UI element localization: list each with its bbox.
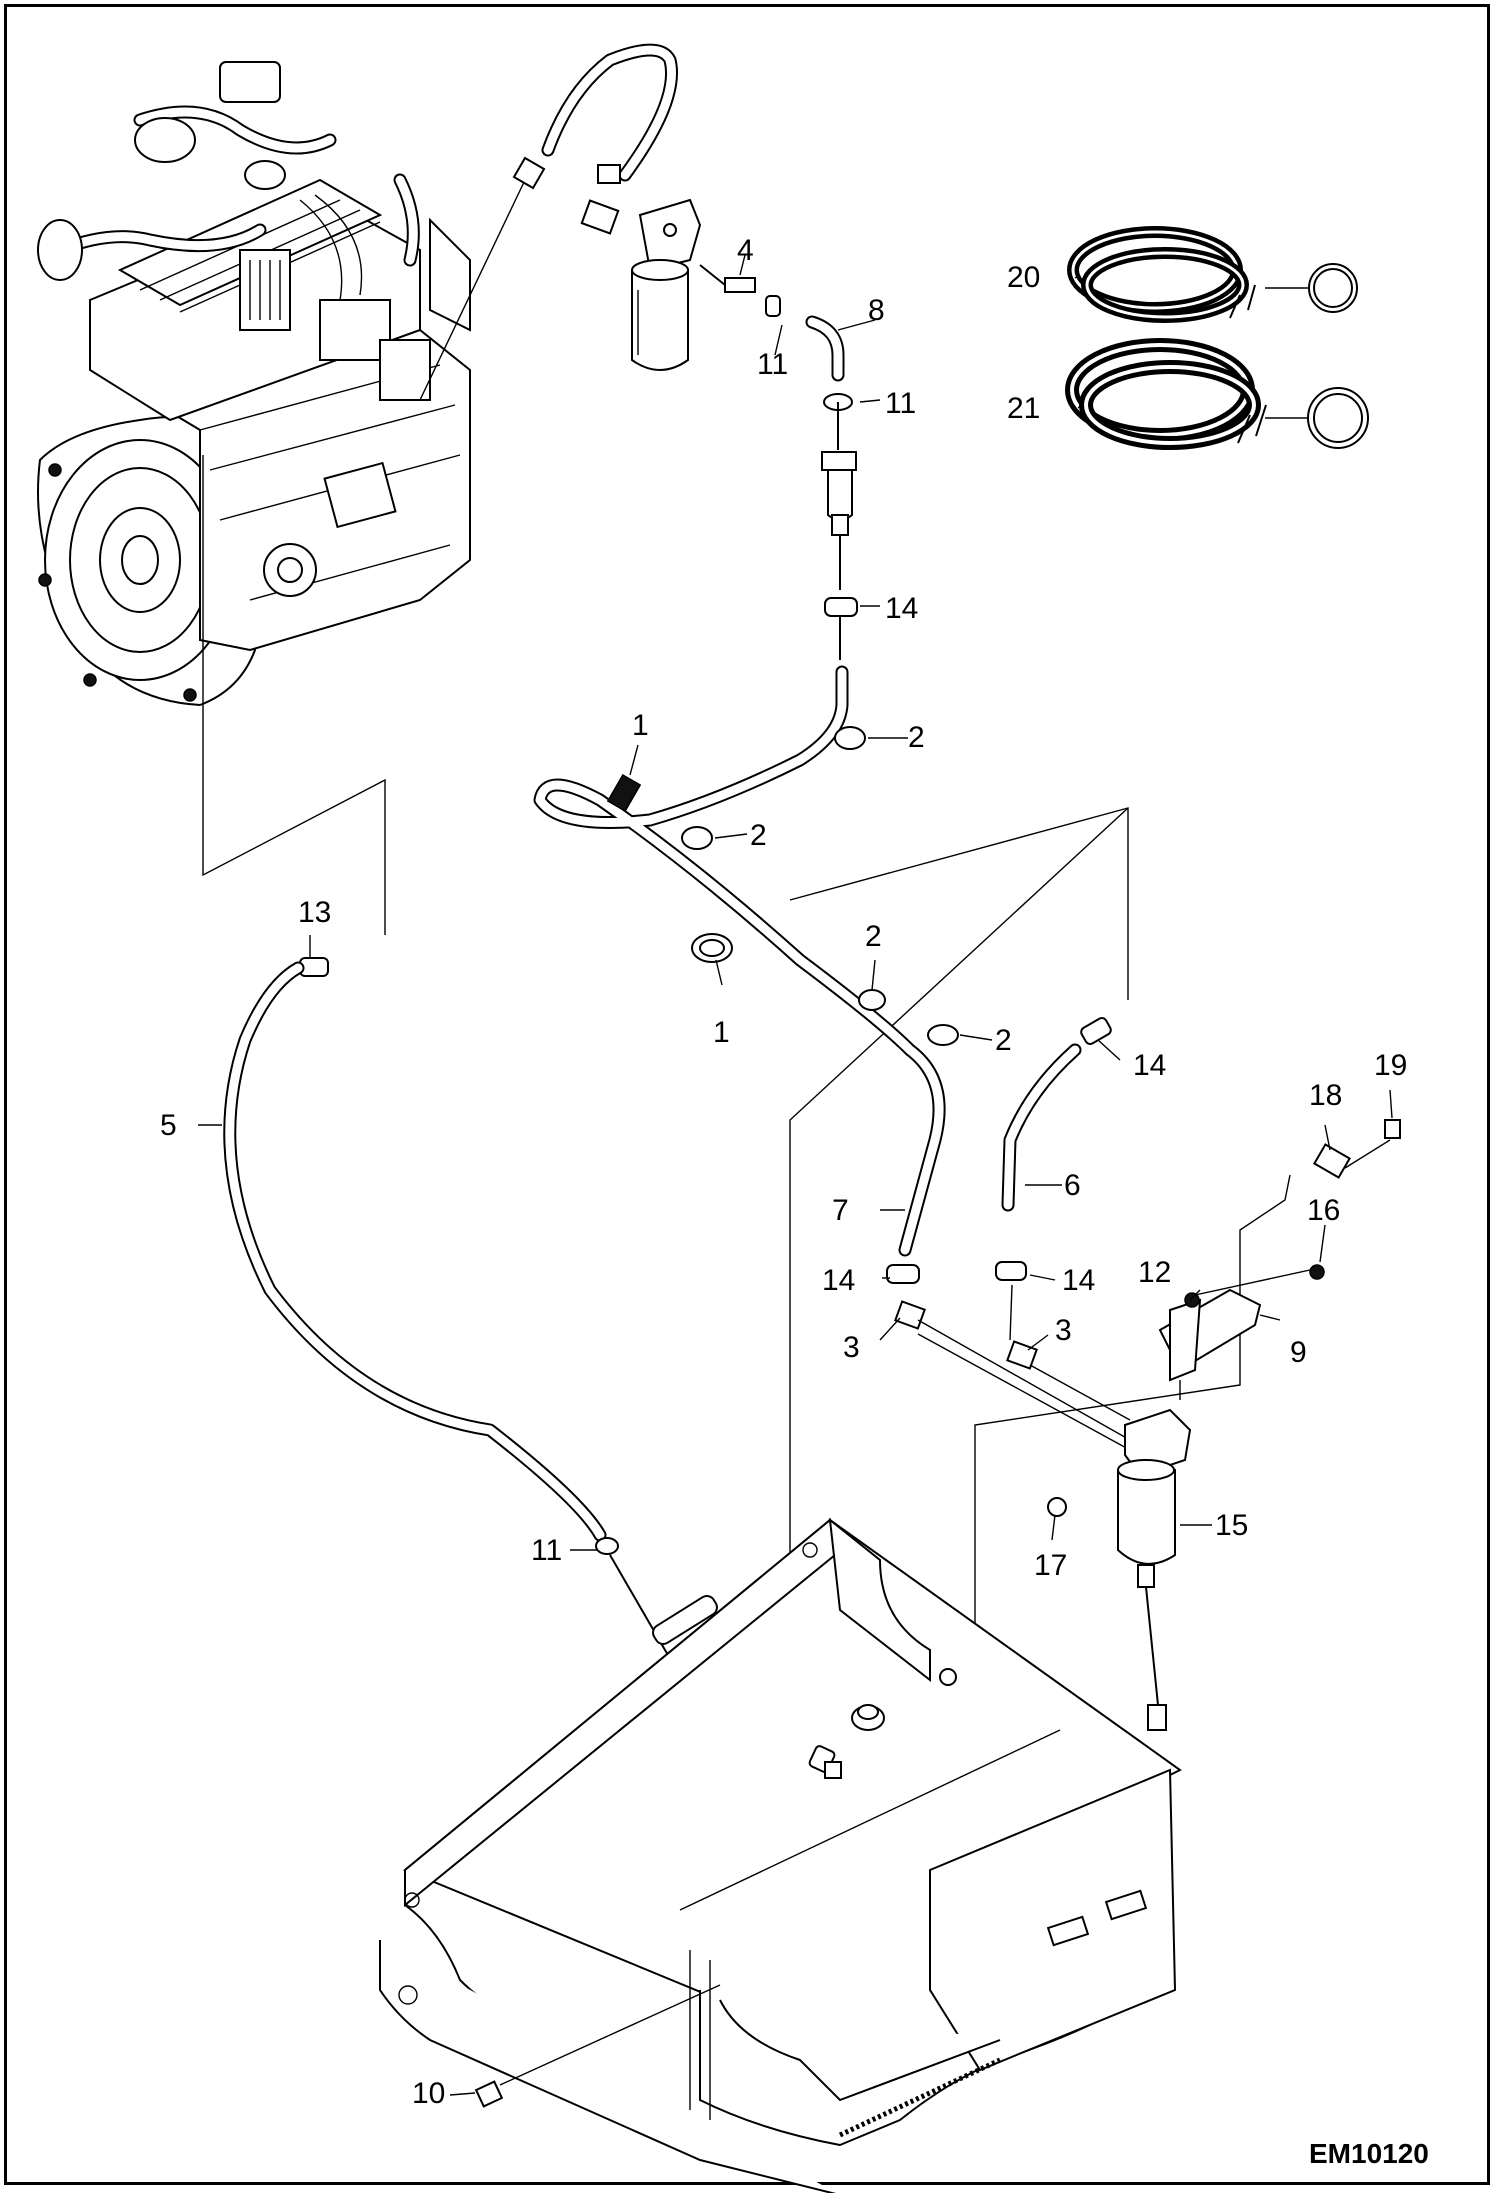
callout-10: 10 [412,2077,445,2110]
callout-3: 3 [843,1331,860,1364]
callout-2: 2 [750,819,767,852]
clamp-14 [886,1264,920,1284]
hose-6 [995,1017,1112,1281]
callout-labels: 1 1 2 2 2 2 3 3 4 5 6 7 8 9 10 11 11 11 … [160,234,1407,2110]
drawing-code: EM10120 [1309,2138,1429,2169]
callout-20: 20 [1007,261,1040,294]
callout-13: 13 [298,896,331,929]
fuel-filter-assembly [512,43,858,660]
callout-19: 19 [1374,1049,1407,1082]
callout-4: 4 [737,234,754,267]
hose-kit-21 [1065,338,1369,450]
callout-16: 16 [1307,1194,1340,1227]
callout-8: 8 [868,294,885,327]
callout-3: 3 [1055,1314,1072,1347]
callout-18: 18 [1309,1079,1342,1112]
hose-5 [223,957,734,1785]
callout-11: 11 [531,1534,562,1567]
callout-14: 14 [1133,1049,1166,1082]
callout-14: 14 [822,1264,855,1297]
engine-illustration [37,61,471,707]
fuel-tank [379,1517,1182,2193]
callout-14: 14 [1062,1264,1095,1297]
callout-2: 2 [908,721,925,754]
callout-21: 21 [1007,392,1040,425]
water-separator-15 [894,1119,1401,1731]
callout-2: 2 [995,1024,1012,1057]
callout-5: 5 [160,1109,177,1142]
callout-9: 9 [1290,1336,1307,1369]
callout-1: 1 [713,1016,730,1049]
callout-6: 6 [1064,1169,1081,1202]
callout-11: 11 [885,387,916,420]
hose-7 [533,665,946,1257]
clips [606,726,959,1046]
callout-1: 1 [632,709,649,742]
callout-17: 17 [1034,1549,1067,1582]
hose-kit-20 [1067,226,1358,323]
callout-12: 12 [1138,1256,1171,1289]
callout-2: 2 [865,920,882,953]
leader-lines [198,254,1393,2096]
callout-7: 7 [832,1194,849,1227]
callout-11: 11 [757,348,788,381]
callout-14: 14 [885,592,918,625]
callout-15: 15 [1215,1509,1248,1542]
